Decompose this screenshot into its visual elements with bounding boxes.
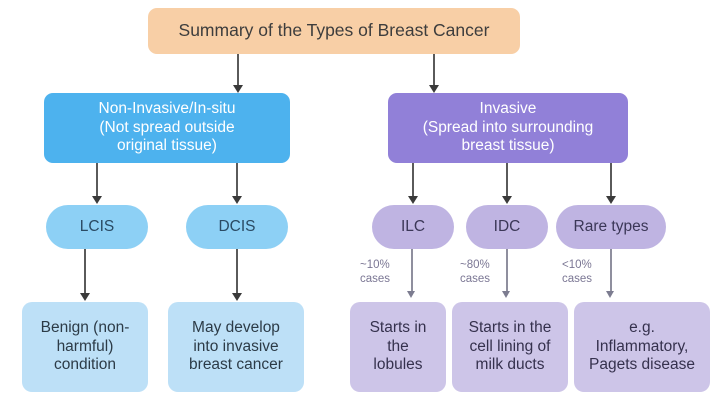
- node-lcis: LCIS: [46, 205, 148, 249]
- arrowhead-title-to-invasive: [428, 85, 439, 93]
- node-label-lcis: LCIS: [79, 217, 115, 235]
- connector-invasive-to-idc: [506, 163, 508, 197]
- arrowhead-title-to-non-invasive: [232, 85, 243, 93]
- node-rare-types: Rare types: [556, 205, 666, 249]
- arrowhead-lcis-to-benign: [79, 293, 90, 301]
- leaf-rare-type-examples: e.g. Inflammatory, Pagets disease: [574, 302, 710, 392]
- annotation-ilc-percentage: ~10% cases: [360, 259, 391, 286]
- category-banner-non-invasive: Non-Invasive/In-situ (Not spread outside…: [44, 93, 290, 163]
- node-label-dcis: DCIS: [218, 217, 256, 235]
- arrowhead-idc-to-ducts: [502, 291, 510, 298]
- diagram-title-box: Summary of the Types of Breast Cancer: [148, 8, 520, 54]
- node-label-rare-types: Rare types: [573, 217, 649, 235]
- connector-ilc-to-lobules: [411, 249, 413, 294]
- connector-non-invasive-to-dcis: [236, 163, 238, 197]
- connector-idc-to-ducts: [506, 249, 508, 294]
- leaf-label-may-develop-invasive: May develop into invasive breast cancer: [189, 318, 283, 374]
- arrowhead-invasive-to-ilc: [407, 196, 418, 204]
- leaf-starts-in-lobules: Starts in the lobules: [350, 302, 446, 392]
- connector-dcis-to-develop: [236, 249, 238, 294]
- connector-invasive-to-ilc: [412, 163, 414, 197]
- category-label-non-invasive: Non-Invasive/In-situ (Not spread outside…: [98, 99, 236, 155]
- node-idc: IDC: [466, 205, 548, 249]
- category-label-invasive: Invasive (Spread into surrounding breast…: [422, 99, 594, 155]
- leaf-may-develop-invasive: May develop into invasive breast cancer: [168, 302, 304, 392]
- diagram-title-label: Summary of the Types of Breast Cancer: [178, 20, 490, 41]
- annotation-rare-percentage: <10% cases: [562, 259, 593, 286]
- leaf-label-rare-type-examples: e.g. Inflammatory, Pagets disease: [589, 318, 695, 374]
- leaf-label-starts-in-milk-ducts: Starts in the cell lining of milk ducts: [468, 318, 552, 374]
- connector-title-to-invasive: [433, 54, 435, 86]
- connector-title-to-non-invasive: [237, 54, 239, 86]
- connector-invasive-to-rare: [610, 163, 612, 197]
- annotation-idc-percentage: ~80% cases: [460, 259, 491, 286]
- node-dcis: DCIS: [186, 205, 288, 249]
- connector-rare-to-examples: [610, 249, 612, 294]
- arrowhead-invasive-to-rare: [605, 196, 616, 204]
- arrowhead-dcis-to-develop: [231, 293, 242, 301]
- leaf-label-starts-in-lobules: Starts in the lobules: [369, 318, 427, 374]
- category-banner-invasive: Invasive (Spread into surrounding breast…: [388, 93, 628, 163]
- leaf-benign-condition: Benign (non- harmful) condition: [22, 302, 148, 392]
- leaf-label-benign-condition: Benign (non- harmful) condition: [40, 318, 130, 374]
- connector-lcis-to-benign: [84, 249, 86, 294]
- arrowhead-non-invasive-to-dcis: [231, 196, 242, 204]
- arrowhead-ilc-to-lobules: [407, 291, 415, 298]
- node-ilc: ILC: [372, 205, 454, 249]
- leaf-starts-in-milk-ducts: Starts in the cell lining of milk ducts: [452, 302, 568, 392]
- arrowhead-non-invasive-to-lcis: [91, 196, 102, 204]
- node-label-ilc: ILC: [400, 217, 426, 235]
- connector-non-invasive-to-lcis: [96, 163, 98, 197]
- arrowhead-rare-to-examples: [606, 291, 614, 298]
- node-label-idc: IDC: [493, 217, 521, 235]
- arrowhead-invasive-to-idc: [501, 196, 512, 204]
